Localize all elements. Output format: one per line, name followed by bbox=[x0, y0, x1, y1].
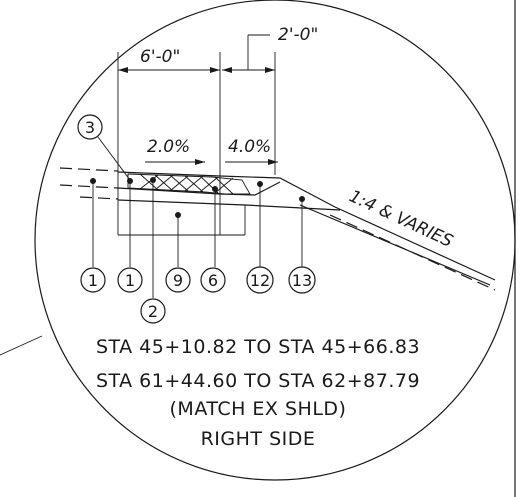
callout-1b-label: 1 bbox=[125, 271, 135, 290]
callout-12-label: 12 bbox=[250, 271, 270, 290]
callout-12: 12 bbox=[246, 266, 274, 294]
detail-leader-line bbox=[0, 335, 43, 356]
callout-13-label: 13 bbox=[292, 271, 312, 290]
slope-left: 2.0% bbox=[145, 137, 205, 165]
pavement-section bbox=[59, 167, 496, 291]
callout-2-label: 2 bbox=[148, 302, 158, 321]
callout-leaders bbox=[92, 180, 303, 298]
callout-1a-label: 1 bbox=[88, 271, 98, 290]
side-note: RIGHT SIDE bbox=[201, 428, 316, 450]
callout-1b: 1 bbox=[117, 267, 143, 293]
callout-1a: 1 bbox=[80, 267, 106, 293]
callout-2: 2 bbox=[140, 298, 166, 324]
callout-9: 9 bbox=[165, 267, 191, 293]
callout-13: 13 bbox=[288, 266, 316, 294]
callout-6: 6 bbox=[200, 267, 226, 293]
dim-6ft-label: 6'-0" bbox=[140, 47, 180, 67]
callout-3-label: 3 bbox=[85, 118, 95, 137]
dim-2ft-label: 2'-0" bbox=[278, 25, 318, 45]
match-existing-note: (MATCH EX SHLD) bbox=[170, 398, 347, 420]
slope-right: 4.0% bbox=[225, 137, 278, 165]
hatch-pattern bbox=[139, 173, 234, 195]
slope-left-label: 2.0% bbox=[147, 137, 190, 157]
station-note-1: STA 45+10.82 TO STA 45+66.83 bbox=[96, 336, 420, 358]
detail-circle bbox=[34, 0, 516, 481]
slope-right-label: 4.0% bbox=[228, 137, 271, 157]
callout-6-label: 6 bbox=[208, 271, 218, 290]
callout-3: 3 bbox=[77, 114, 131, 181]
dimension-top: 2'-0" bbox=[222, 25, 318, 73]
station-note-2: STA 61+44.60 TO STA 62+87.79 bbox=[96, 370, 420, 392]
dimension-6ft: 6'-0" bbox=[117, 47, 276, 236]
callout-9-label: 9 bbox=[173, 271, 183, 290]
